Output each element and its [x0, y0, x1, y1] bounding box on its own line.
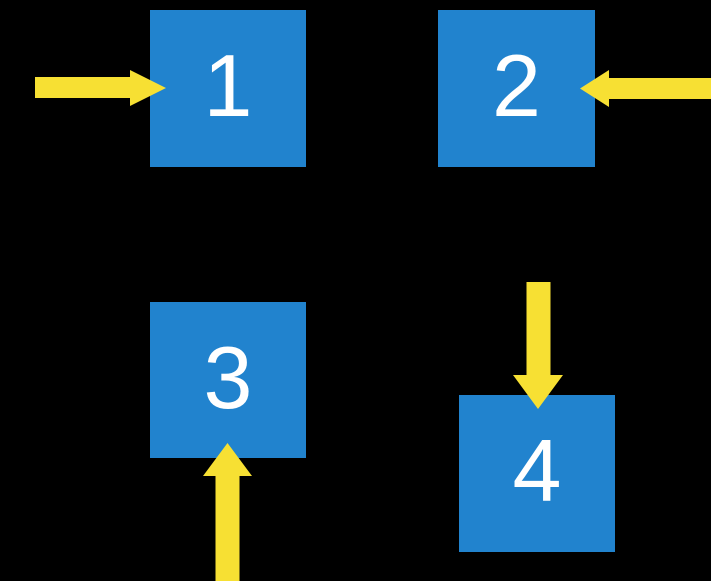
node-box-3[interactable]: 3	[150, 302, 306, 458]
node-box-2[interactable]: 2	[438, 10, 595, 167]
arrow-down-into-node-4[interactable]	[513, 282, 563, 409]
arrow-left-into-node-2[interactable]	[580, 70, 711, 107]
node-box-4[interactable]: 4	[459, 395, 615, 552]
node-label-1: 1	[203, 36, 253, 135]
node-label-2: 2	[492, 36, 541, 135]
arrow-up-into-node-3[interactable]	[203, 443, 252, 581]
node-box-1[interactable]: 1	[150, 10, 306, 167]
node-label-3: 3	[203, 328, 253, 427]
node-label-4: 4	[512, 421, 562, 520]
arrow-right-into-node-1[interactable]	[35, 70, 166, 106]
